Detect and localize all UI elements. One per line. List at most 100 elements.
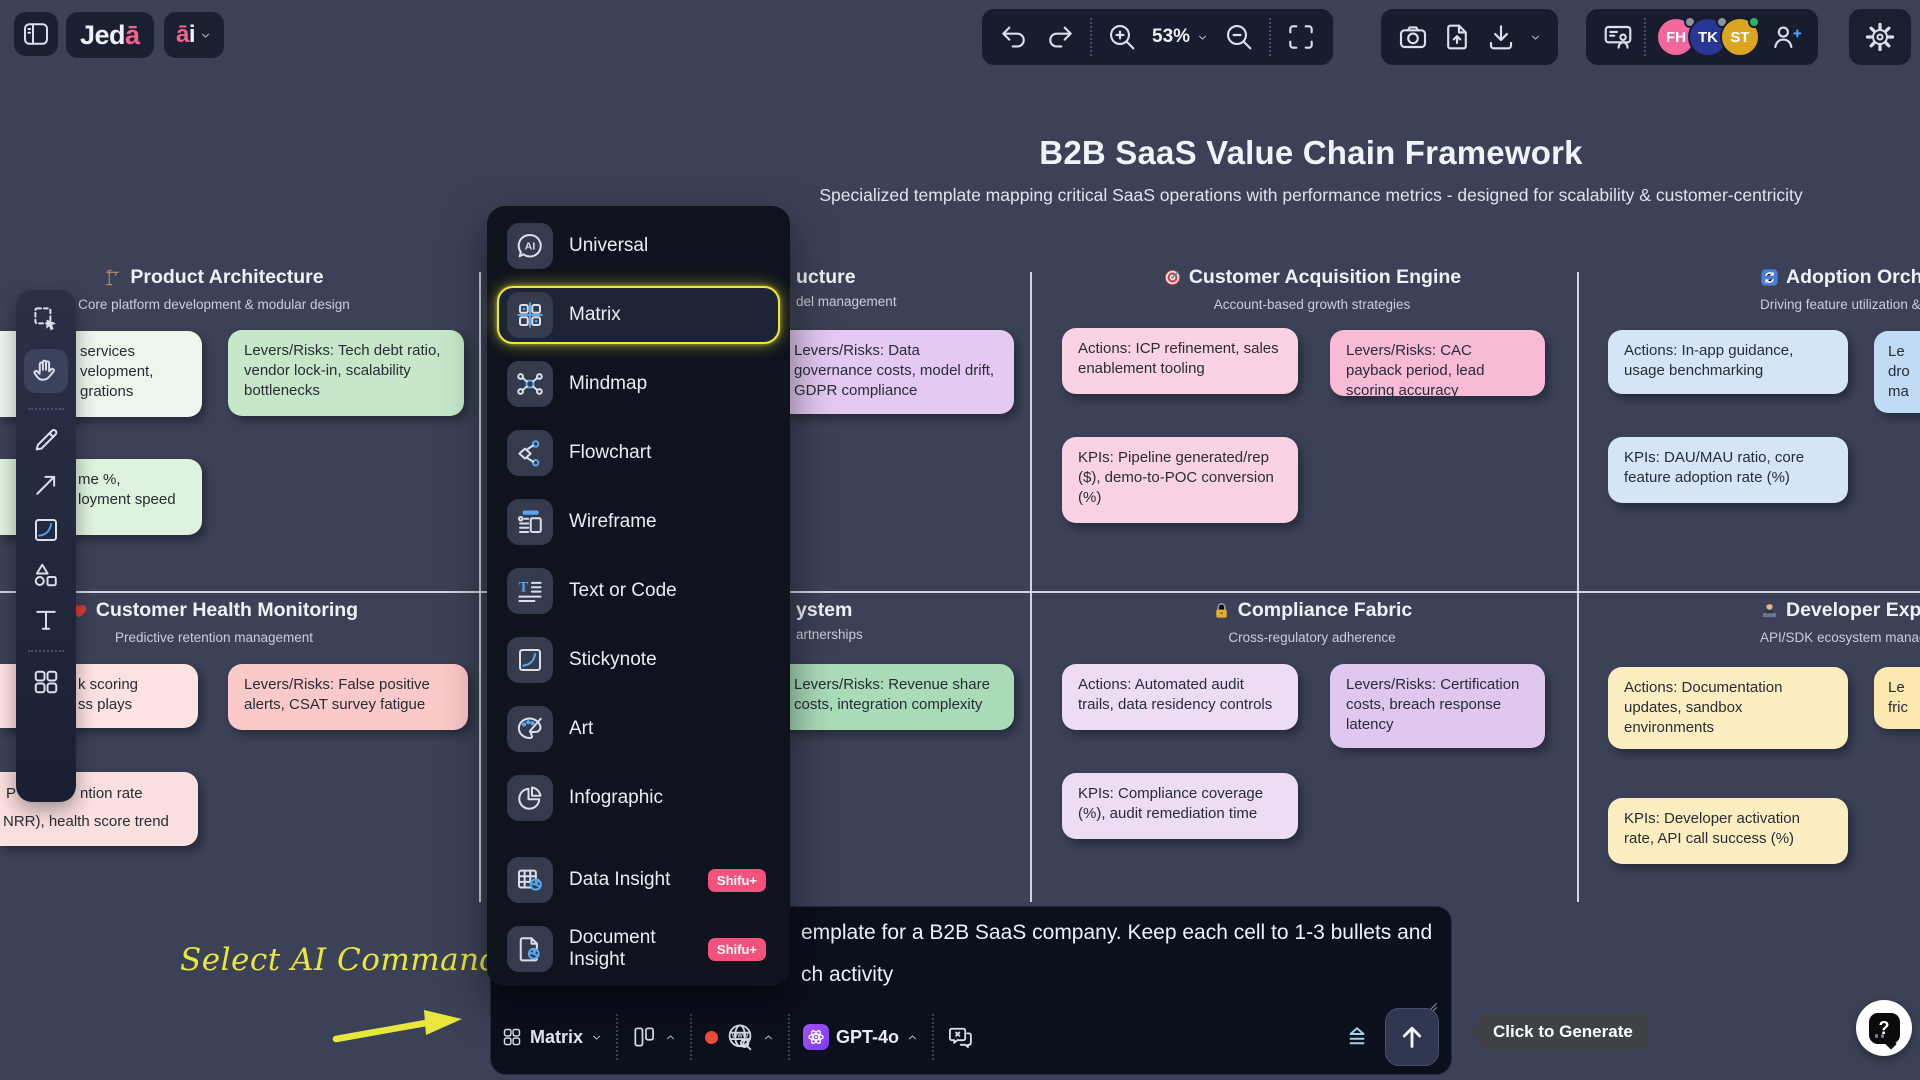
- sticky-note[interactable]: Levers/Risks: CAC payback period, lead s…: [1330, 330, 1545, 396]
- menu-item-text-or-code[interactable]: T Text or Code: [497, 562, 780, 620]
- section-header-developer-experience[interactable]: Developer Experi API/SDK ecosystem manag…: [1760, 599, 1920, 645]
- menu-item-wireframe[interactable]: Wireframe: [497, 493, 780, 551]
- board-title[interactable]: B2B SaaS Value Chain Framework: [1039, 134, 1583, 171]
- text-tool-icon[interactable]: [31, 605, 61, 635]
- clear-chat-icon[interactable]: [947, 1024, 974, 1051]
- select-tool-icon[interactable]: [31, 304, 61, 334]
- hand-tool-icon[interactable]: [24, 349, 68, 393]
- zoom-level-dropdown[interactable]: 53%: [1152, 26, 1209, 48]
- sticky-note[interactable]: Levers/Risks: Revenue share costs, integ…: [778, 664, 1014, 730]
- sticky-note[interactable]: KPIs: DAU/MAU ratio, core feature adopti…: [1608, 437, 1848, 503]
- shapes-tool-icon[interactable]: [31, 560, 61, 590]
- menu-item-label: Matrix: [569, 304, 621, 325]
- zoom-level-value: 53%: [1152, 26, 1191, 47]
- section-header-customer-acquisition-engine[interactable]: Customer Acquisition Engine Account-base…: [1052, 266, 1572, 312]
- sidebar-toggle-button[interactable]: [14, 12, 58, 56]
- avatar-initials: TK: [1698, 28, 1718, 46]
- undo-icon[interactable]: [998, 21, 1030, 53]
- matrix-column-divider: [1577, 272, 1579, 902]
- universal-icon: AI: [507, 223, 553, 269]
- avatar-initials: FH: [1666, 28, 1686, 46]
- invite-user-icon[interactable]: [1770, 21, 1802, 53]
- help-button[interactable]: ?: [1856, 1000, 1912, 1056]
- ai-prompt-panel[interactable]: emplate for a B2B SaaS company. Keep eac…: [490, 906, 1452, 1075]
- zoom-in-icon[interactable]: [1106, 21, 1138, 53]
- download-icon[interactable]: [1485, 21, 1517, 53]
- menu-item-label: Data Insight: [569, 869, 671, 890]
- sticky-note[interactable]: Levers/Risks: False positive alerts, CSA…: [228, 664, 468, 730]
- compliance-fabric-icon: [1212, 601, 1231, 620]
- menu-item-flowchart[interactable]: Flowchart: [497, 424, 780, 482]
- sticky-note[interactable]: KPIs: Pipeline generated/rep ($), demo-t…: [1062, 437, 1298, 523]
- ai-mode-dropdown[interactable]: āi: [164, 12, 225, 58]
- layout-dropdown[interactable]: [631, 1024, 677, 1050]
- collaboration-toolbar: FH TK ST: [1586, 9, 1818, 65]
- sticky-note[interactable]: Actions: In-app guidance, usage benchmar…: [1608, 330, 1848, 394]
- menu-item-universal[interactable]: AI Universal: [497, 217, 780, 275]
- jeda-logo[interactable]: Jedā: [66, 12, 154, 58]
- generator-type-label: Matrix: [530, 1026, 584, 1047]
- sticky-note[interactable]: Levers/Risks: Certification costs, breac…: [1330, 664, 1545, 748]
- section-header-product-architecture[interactable]: Product Architecture Core platform devel…: [0, 266, 474, 312]
- template-tool-icon[interactable]: [31, 667, 61, 697]
- sticky-note[interactable]: KPIs: Developer activation rate, API cal…: [1608, 798, 1848, 864]
- arrow-tool-icon[interactable]: [31, 470, 61, 500]
- generator-type-dropdown[interactable]: Matrix: [501, 1026, 603, 1048]
- chevron-down-icon[interactable]: [1529, 31, 1542, 44]
- publish-icon[interactable]: [1342, 1022, 1372, 1052]
- select-ai-command-annotation: Select AI Command: [180, 942, 500, 978]
- toolbar-divider: [28, 650, 64, 652]
- model-dropdown[interactable]: GPT-4o: [803, 1024, 919, 1050]
- fit-screen-icon[interactable]: [1285, 21, 1317, 53]
- section-header-partner-fragment[interactable]: ystem artnerships: [796, 599, 863, 642]
- menu-item-mindmap[interactable]: Mindmap: [497, 355, 780, 413]
- web-search-globe-icon: WWW: [725, 1022, 755, 1052]
- sticky-note[interactable]: Actions: ICP refinement, sales enablemen…: [1062, 328, 1298, 394]
- menu-item-art[interactable]: Art: [497, 700, 780, 758]
- menu-item-infographic[interactable]: Infographic: [497, 769, 780, 827]
- section-header-infrastructure-fragment[interactable]: ucture del management: [796, 266, 897, 309]
- section-subtitle: Core platform development & modular desi…: [78, 297, 350, 312]
- zoom-out-icon[interactable]: [1223, 21, 1255, 53]
- user-avatar-tk[interactable]: TK: [1688, 16, 1728, 57]
- redo-icon[interactable]: [1044, 21, 1076, 53]
- sticky-note[interactable]: Levers/Risks: Data governance costs, mod…: [778, 330, 1014, 414]
- user-avatar-st[interactable]: ST: [1720, 16, 1760, 57]
- gpt-model-icon: [803, 1024, 830, 1050]
- menu-item-stickynote[interactable]: Stickynote: [497, 631, 780, 689]
- sticky-note[interactable]: Levers/Risks: Tech debt ratio, vendor lo…: [228, 330, 464, 416]
- present-icon[interactable]: [1602, 21, 1634, 53]
- section-title: Developer Experi: [1760, 599, 1920, 622]
- menu-item-matrix[interactable]: Matrix: [497, 286, 780, 344]
- pen-tool-icon[interactable]: [31, 425, 61, 455]
- section-header-compliance-fabric[interactable]: Compliance Fabric Cross-regulatory adher…: [1052, 599, 1572, 645]
- file-upload-icon[interactable]: [1441, 21, 1473, 53]
- art-icon: [507, 706, 553, 752]
- prompt-text-line1[interactable]: emplate for a B2B SaaS company. Keep eac…: [801, 921, 1433, 944]
- sticky-note[interactable]: KPIs: Compliance coverage (%), audit rem…: [1062, 773, 1298, 839]
- board-subtitle[interactable]: Specialized template mapping critical Sa…: [819, 185, 1803, 205]
- svg-text:T: T: [519, 580, 529, 596]
- matrix-row-divider: [0, 591, 1920, 593]
- section-header-adoption-orchestration[interactable]: Adoption Orchestra Driving feature utili…: [1760, 266, 1920, 312]
- click-to-generate-tooltip: Click to Generate: [1469, 1013, 1648, 1050]
- logo-accent: ā: [125, 19, 140, 50]
- customer-health-monitoring-icon: [70, 601, 89, 620]
- sticky-note[interactable]: Actions: Documentation updates, sandbox …: [1608, 667, 1848, 749]
- generate-button[interactable]: [1385, 1008, 1439, 1066]
- section-header-customer-health-monitoring[interactable]: Customer Health Monitoring Predictive re…: [0, 599, 474, 645]
- stickynote-tool-icon[interactable]: [31, 515, 61, 545]
- document-insight-icon: [507, 926, 553, 972]
- prompt-text-line2[interactable]: ch activity: [801, 963, 894, 986]
- settings-button[interactable]: [1849, 9, 1911, 65]
- web-access-dropdown[interactable]: WWW: [705, 1022, 775, 1052]
- gear-icon: [1865, 22, 1895, 52]
- ai-logo-text: i: [188, 21, 196, 48]
- sticky-note[interactable]: Actions: Automated audit trails, data re…: [1062, 664, 1298, 730]
- screenshot-camera-icon[interactable]: [1397, 21, 1429, 53]
- infographic-icon: [507, 775, 553, 821]
